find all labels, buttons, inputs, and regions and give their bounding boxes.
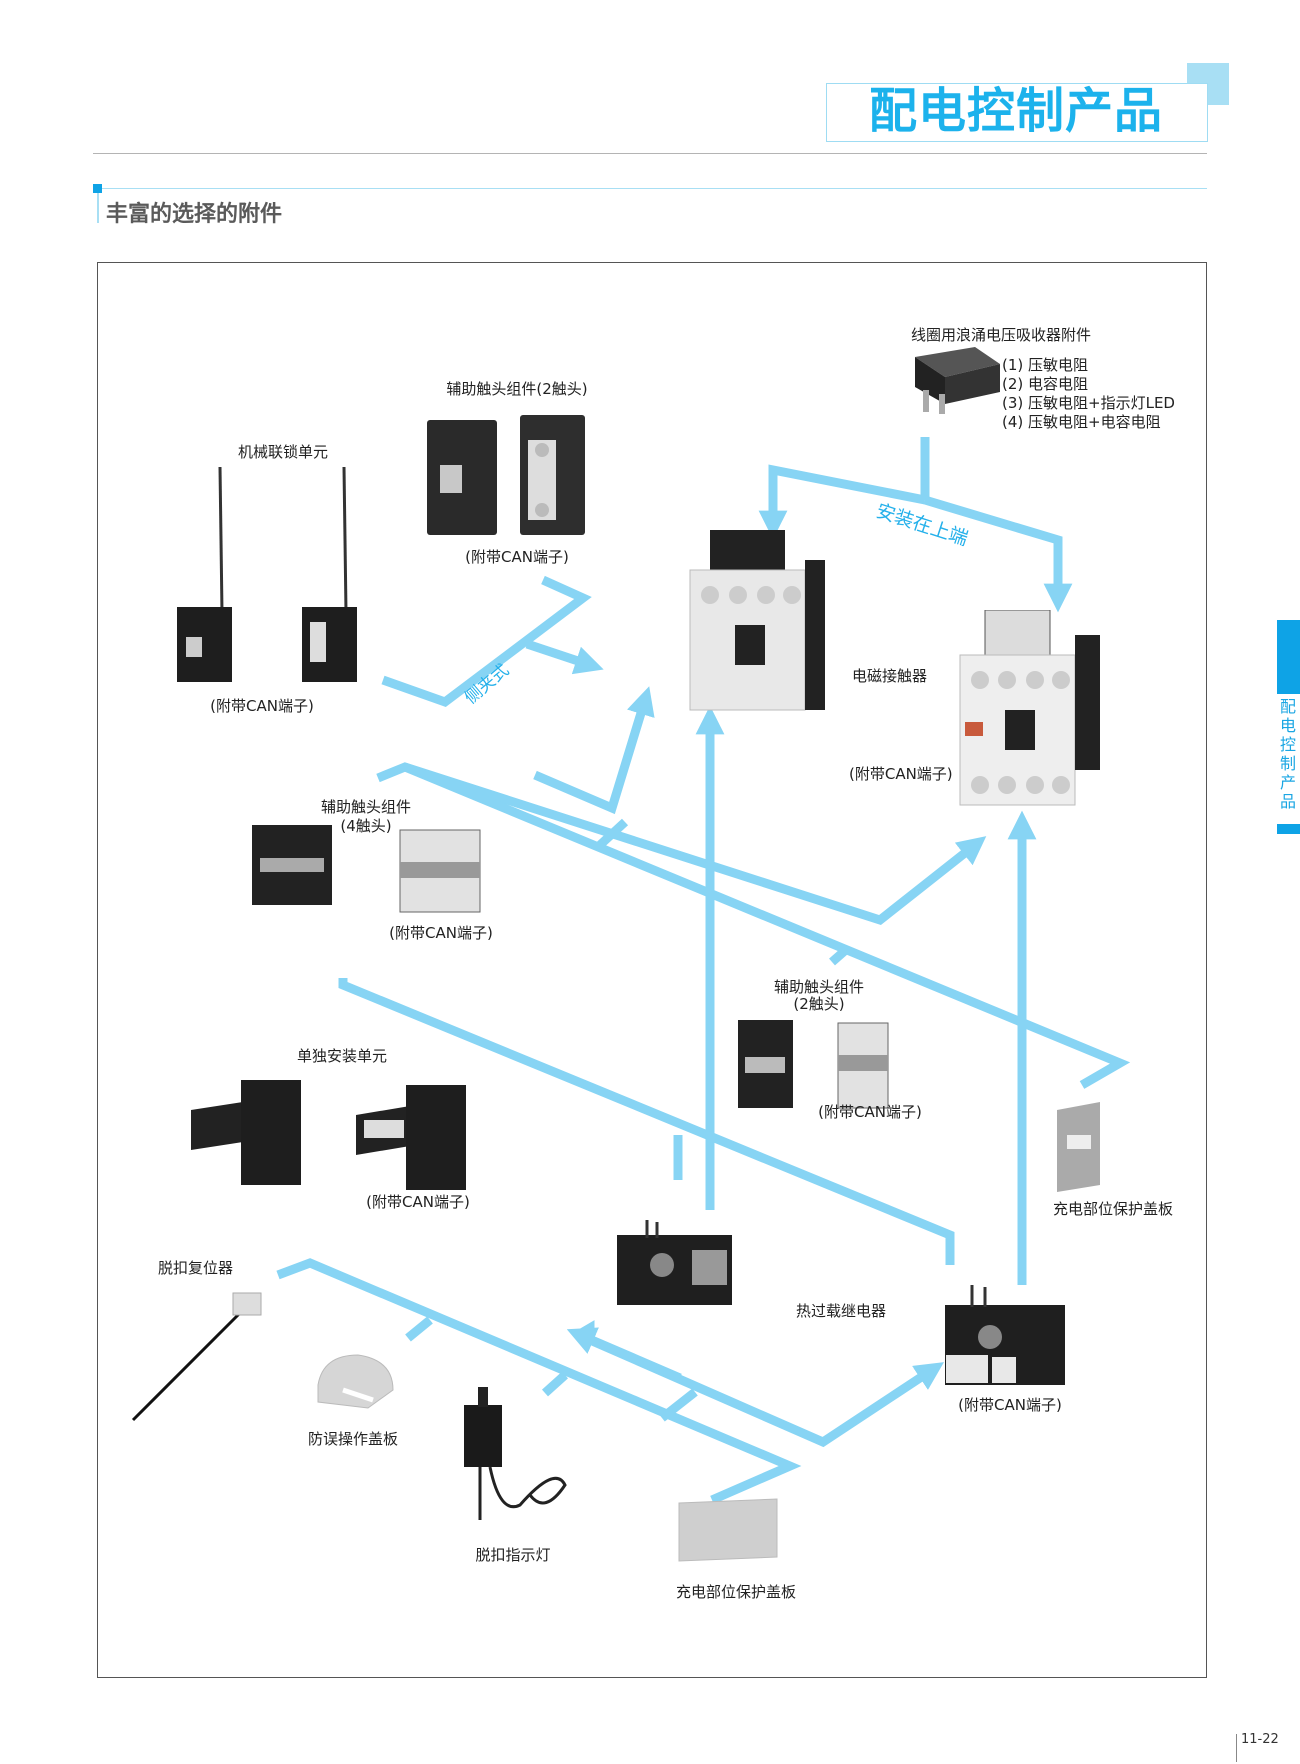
surge-absorber-title: 线圈用浪涌电压吸收器附件 bbox=[911, 326, 1092, 344]
surge-option-1: (1) 压敏电阻 bbox=[1002, 356, 1089, 374]
header-divider bbox=[93, 153, 1207, 154]
arrow-bottom-branch-3 bbox=[659, 1388, 698, 1422]
section-title: 丰富的选择的附件 bbox=[106, 202, 283, 227]
arrow-side-clip bbox=[525, 639, 604, 675]
section-marker bbox=[93, 184, 102, 193]
arrow-separate-mount bbox=[338, 978, 955, 1265]
page-number: 11-22 bbox=[1241, 1732, 1279, 1747]
side-tab-end-marker bbox=[1277, 824, 1300, 834]
side-tab-marker bbox=[1277, 620, 1300, 694]
arrow-aux4-up bbox=[533, 686, 655, 815]
page-title: 配电控制产品 bbox=[868, 83, 1163, 139]
contactor-left-image bbox=[689, 530, 825, 711]
mech-interlock-title: 机械联锁单元 bbox=[237, 443, 329, 461]
contactor-right-image bbox=[959, 610, 1100, 806]
surge-option-3: (3) 压敏电阻+指示灯LED bbox=[1002, 394, 1175, 412]
trip-reset-title: 脱扣复位器 bbox=[158, 1259, 234, 1277]
thermal-relay-title: 热过载继电器 bbox=[796, 1302, 887, 1320]
aux-contact-2-mid-image bbox=[738, 1020, 889, 1109]
live-cover-right-title: 充电部位保护盖板 bbox=[1053, 1200, 1174, 1218]
arrow-side-clip-bracket bbox=[381, 575, 592, 708]
header-title-box bbox=[826, 83, 1208, 142]
arrow-bottom-main bbox=[276, 1258, 802, 1505]
aux-contact-2-top-title: 辅助触头组件(2触头) bbox=[446, 380, 588, 398]
aux-contact-4-image bbox=[252, 825, 481, 913]
live-cover-right-image bbox=[1057, 1102, 1100, 1192]
arrow-to-live-cover bbox=[403, 762, 1131, 1089]
live-cover-bottom-title: 充电部位保护盖板 bbox=[675, 1583, 797, 1601]
aux-contact-2-top-note: (附带CAN端子) bbox=[465, 548, 569, 566]
trip-reset-image bbox=[131, 1292, 262, 1422]
page-number-bar bbox=[1236, 1734, 1237, 1762]
thermal-relay-right-image bbox=[945, 1285, 1065, 1385]
arrow-aux4-branch bbox=[596, 818, 629, 849]
arrow-bottom-branch-1 bbox=[405, 1316, 433, 1342]
aux-contact-4-note: (附带CAN端子) bbox=[389, 924, 493, 942]
mech-interlock-note: (附带CAN端子) bbox=[210, 697, 314, 715]
separate-mount-note: (附带CAN端子) bbox=[366, 1193, 470, 1211]
arrow-surge-left bbox=[758, 464, 926, 540]
aux-contact-2-mid-title: 辅助触头组件 bbox=[773, 978, 865, 996]
aux-contact-2-mid-note: (附带CAN端子) bbox=[818, 1103, 922, 1121]
misoperation-cover-image bbox=[317, 1354, 394, 1409]
arrow-to-relay1 bbox=[566, 1327, 682, 1383]
aux-contact-4-title: 辅助触头组件 bbox=[320, 798, 412, 816]
arrow-bottom-branch-2 bbox=[541, 1371, 569, 1397]
aux-contact-2-mid-subtitle: (2触头) bbox=[793, 995, 845, 1013]
contactor-note: (附带CAN端子) bbox=[849, 765, 953, 783]
misoperation-cover-title: 防误操作盖板 bbox=[307, 1430, 399, 1448]
trip-indicator-title: 脱扣指示灯 bbox=[475, 1546, 551, 1564]
section-bar bbox=[97, 193, 99, 223]
surge-absorber-image bbox=[915, 347, 1000, 414]
arrow-aux4-main bbox=[376, 762, 987, 926]
separate-mount-title: 单独安装单元 bbox=[296, 1047, 388, 1065]
thermal-relay-note: (附带CAN端子) bbox=[958, 1396, 1062, 1414]
section-rule bbox=[102, 188, 1207, 189]
surge-option-2: (2) 电容电阻 bbox=[1002, 375, 1089, 393]
aux-contact-4-subtitle: (4触头) bbox=[340, 817, 392, 835]
mech-interlock-image bbox=[177, 466, 357, 682]
live-cover-bottom-image bbox=[678, 1498, 778, 1562]
thermal-relay-left-image bbox=[617, 1220, 732, 1305]
aux-contact-2-top-image bbox=[427, 415, 585, 535]
side-tab-label[interactable]: 配电控制产品 bbox=[1279, 697, 1296, 811]
accessory-diagram-frame bbox=[97, 262, 1207, 1678]
arrow-surge-right bbox=[923, 495, 1073, 613]
arrow-bottom-to-relay2 bbox=[588, 1335, 945, 1448]
trip-indicator-image bbox=[464, 1387, 567, 1520]
surge-option-4: (4) 压敏电阻+电容电阻 bbox=[1002, 413, 1161, 431]
separate-mount-image bbox=[191, 1080, 466, 1190]
contactor-title: 电磁接触器 bbox=[852, 667, 928, 685]
arrow-aux2-mid-branch bbox=[829, 944, 851, 966]
